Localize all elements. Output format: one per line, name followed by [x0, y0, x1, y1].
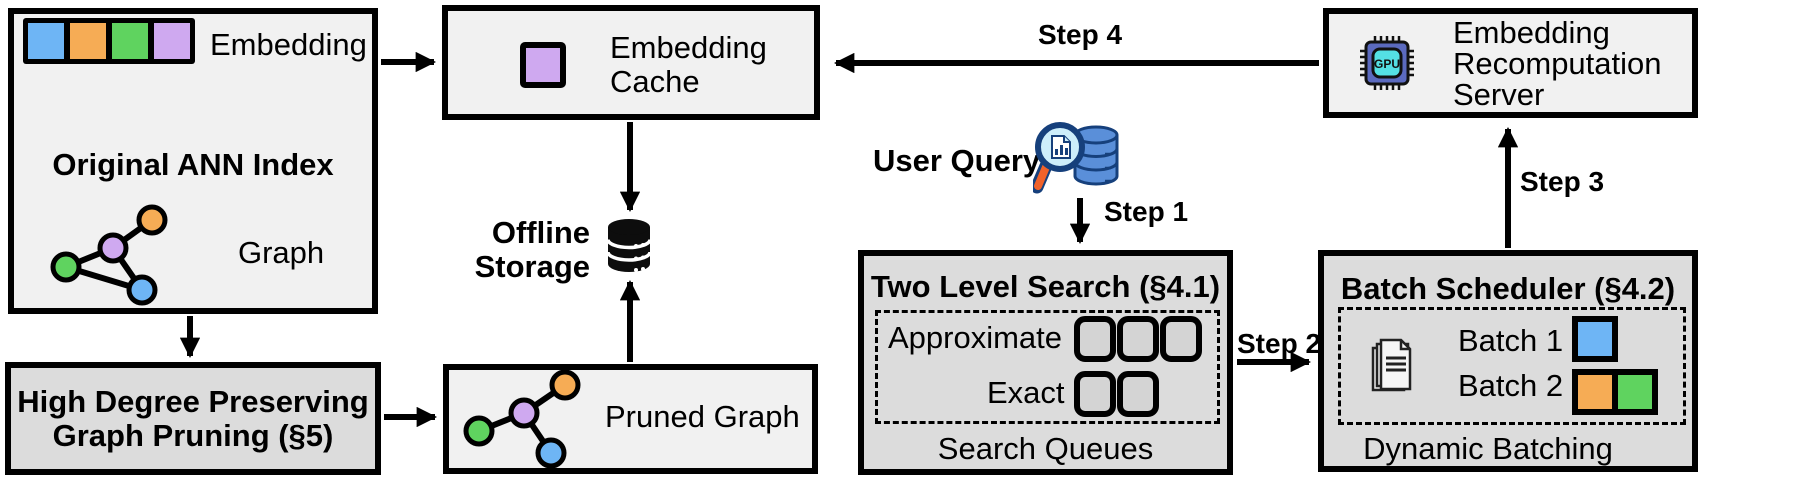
search-queues-dashed-box: Approximate Exact	[875, 310, 1220, 424]
documents-icon	[1371, 338, 1412, 392]
two-level-search-title: Two Level Search (§4.1)	[870, 269, 1221, 304]
embedding-vector-strip	[23, 18, 195, 64]
embedding-cell-purple	[154, 23, 190, 59]
approximate-queue-slots	[1074, 316, 1202, 362]
graph-label: Graph	[238, 235, 325, 270]
embedding-cell-green	[112, 23, 148, 59]
embedding-cache-label-line1: Embedding	[610, 30, 767, 65]
embedding-cell-orange	[70, 23, 106, 59]
queue-slot	[1117, 371, 1159, 417]
batch-scheduler-box: Batch Scheduler (§4.2) Batch 1 Batch 2 D…	[1318, 250, 1698, 472]
pruned-graph-box: Pruned Graph	[443, 364, 818, 474]
original-ann-index-box: Embedding Original ANN Index Graph	[8, 8, 378, 314]
pruned-graph-label: Pruned Graph	[605, 399, 800, 434]
original-graph-illustration	[50, 204, 168, 306]
batch-scheduler-title: Batch Scheduler (§4.2)	[1340, 271, 1676, 306]
dynamic-batching-dashed-box	[1338, 307, 1686, 425]
batch2-squares	[1572, 369, 1658, 415]
gpu-chip-label: GPU	[1374, 57, 1400, 71]
embedding-cache-label-line2: Cache	[610, 64, 700, 99]
batch2-square-green	[1618, 375, 1652, 409]
database-icon	[606, 219, 652, 272]
embedding-cache-box: Embedding Cache	[442, 5, 820, 120]
exact-label: Exact	[987, 375, 1065, 410]
offline-storage-label: Offline Storage	[474, 215, 590, 284]
cached-embedding-square	[520, 42, 566, 88]
search-queues-label: Search Queues	[937, 431, 1154, 466]
embedding-label: Embedding	[210, 27, 367, 62]
server-label-line2: Recomputation	[1453, 46, 1662, 81]
approximate-label: Approximate	[888, 320, 1063, 355]
graph-pruning-box: High Degree Preserving Graph Pruning (§5…	[5, 362, 381, 475]
server-label-line3: Server	[1453, 77, 1545, 112]
batch1-label: Batch 1	[1458, 323, 1564, 358]
original-ann-index-title: Original ANN Index	[52, 147, 334, 182]
step2-label: Step 2	[1237, 328, 1322, 359]
queue-slot	[1074, 371, 1116, 417]
queue-slot	[1074, 316, 1116, 362]
step4-label: Step 4	[1038, 19, 1123, 50]
user-query-icon	[1033, 122, 1119, 194]
two-level-search-box: Two Level Search (§4.1) Approximate Exac…	[858, 250, 1233, 475]
queue-slot	[1160, 316, 1202, 362]
dynamic-batching-label: Dynamic Batching	[1363, 431, 1613, 466]
graph-pruning-title-line1: High Degree Preserving	[17, 383, 369, 419]
user-query-label: User Query	[873, 143, 1041, 178]
graph-pruning-title-line2: Graph Pruning (§5)	[52, 417, 334, 453]
step3-label: Step 3	[1520, 166, 1605, 197]
exact-queue-slots	[1074, 371, 1159, 417]
pruned-graph-illustration	[463, 369, 581, 469]
queue-slot	[1117, 316, 1159, 362]
embedding-cell-blue	[28, 23, 64, 59]
gpu-chip-icon: GPU	[1360, 36, 1414, 90]
step1-label: Step 1	[1104, 196, 1189, 227]
server-label-line1: Embedding	[1453, 15, 1610, 50]
batch1-square-blue	[1572, 316, 1618, 362]
batch2-label: Batch 2	[1458, 368, 1564, 403]
batch2-square-orange	[1578, 375, 1612, 409]
recomputation-server-box: GPU Embedding Recomputation Server	[1323, 8, 1698, 118]
